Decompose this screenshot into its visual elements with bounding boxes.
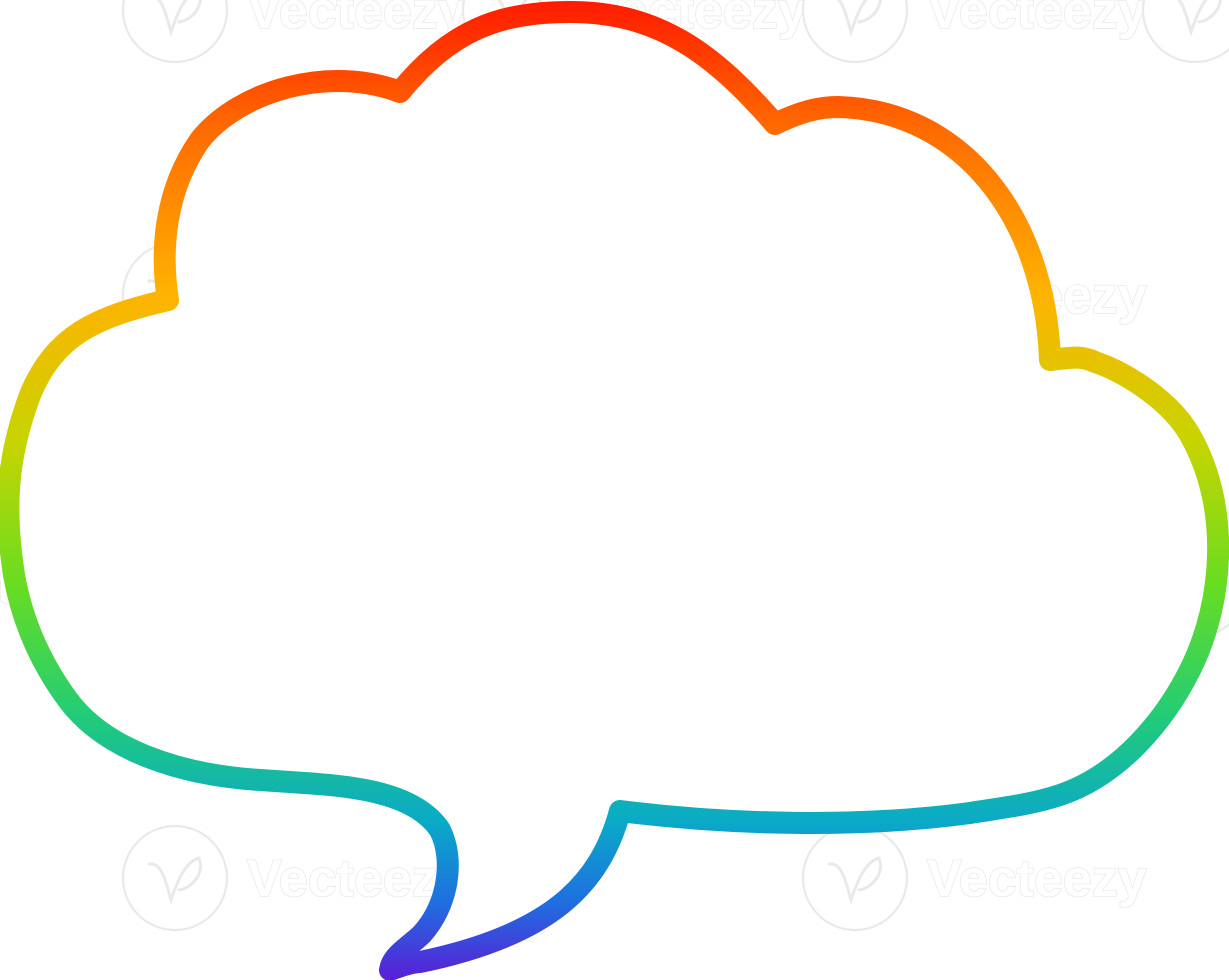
- vecteezy-logo-icon: [121, 0, 229, 64]
- vecteezy-logo-icon: [801, 824, 909, 932]
- watermark: Vecteezy: [1141, 0, 1229, 64]
- watermark-text: Vecteezy: [927, 0, 1147, 40]
- vecteezy-logo-icon: [1141, 0, 1229, 64]
- watermark: Vecteezy: [121, 0, 468, 64]
- watermark-text: Vecteezy: [247, 0, 467, 40]
- watermark-text: Vecteezy: [927, 850, 1147, 908]
- watermark: Vecteezy: [121, 824, 468, 932]
- watermark: Vecteezy: [801, 0, 1148, 64]
- vecteezy-logo-icon: [801, 0, 909, 64]
- vecteezy-logo-icon: [121, 824, 229, 932]
- watermark: Vecteezy: [801, 824, 1148, 932]
